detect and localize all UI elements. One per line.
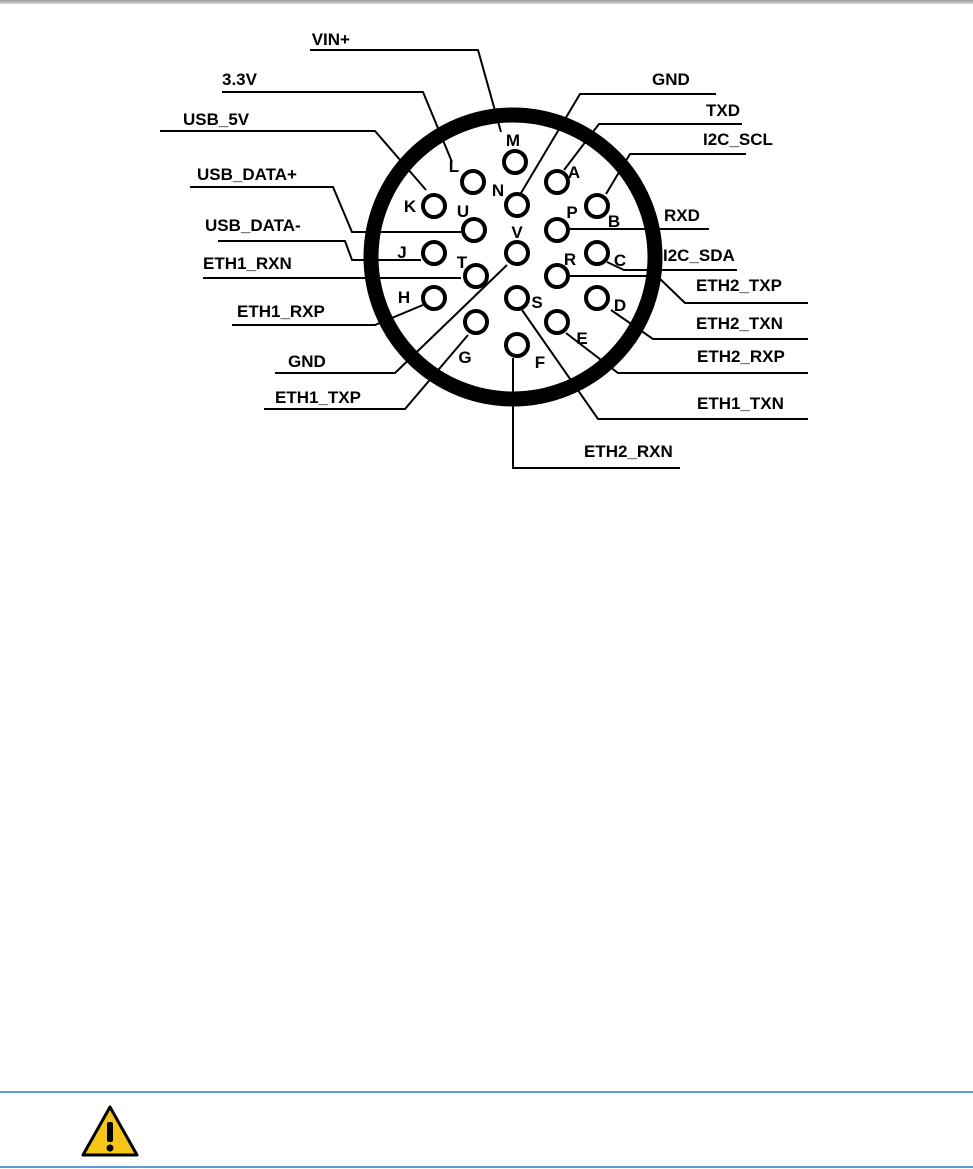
- pin-e: [546, 311, 568, 333]
- signal-label-n: GND: [652, 70, 690, 89]
- pin-s: [506, 287, 528, 309]
- connector-pinout-diagram: M L K U J T H V G N A B P C R D E S F VIN+ 3.3V USB_5V USB_DA…: [0, 0, 973, 480]
- pin-letter-k: K: [404, 197, 417, 216]
- signal-label-j: USB_DATA-: [205, 216, 301, 235]
- pin-v: [506, 242, 528, 264]
- pin-letter-d: D: [614, 296, 626, 315]
- pin-l: [462, 171, 484, 193]
- warning-triangle-icon: [80, 1104, 140, 1158]
- pin-a: [546, 171, 568, 193]
- pin-letter-u: U: [457, 202, 469, 221]
- pin-letter-g: G: [458, 348, 471, 367]
- pin-letter-b: B: [608, 212, 620, 231]
- section-divider-bottom: [0, 1166, 973, 1168]
- section-divider-top: [0, 1091, 973, 1093]
- pin-n: [506, 194, 528, 216]
- signal-label-d: ETH2_TXN: [696, 314, 783, 333]
- signal-label-m: VIN+: [312, 30, 350, 49]
- signal-label-p: RXD: [664, 206, 700, 225]
- pin-letter-e: E: [576, 329, 587, 348]
- pin-letter-l: L: [449, 157, 459, 176]
- pin-h: [423, 287, 445, 309]
- signal-label-s: ETH1_TXN: [697, 394, 784, 413]
- pin-letter-n: N: [492, 181, 504, 200]
- pin-letter-p: P: [566, 203, 577, 222]
- signal-label-u: USB_DATA+: [197, 165, 297, 184]
- signal-label-c: I2C_SDA: [663, 246, 735, 265]
- signal-label-t: ETH1_RXN: [203, 254, 292, 273]
- pin-p: [546, 219, 568, 241]
- signal-label-k: USB_5V: [183, 110, 250, 129]
- pin-t: [465, 265, 487, 287]
- pin-letter-f: F: [535, 353, 545, 372]
- pin-letter-a: A: [568, 163, 580, 182]
- pin-d: [586, 287, 608, 309]
- pin-letter-c: C: [614, 251, 626, 270]
- pin-u: [463, 219, 485, 241]
- signal-label-g: ETH1_TXP: [275, 388, 361, 407]
- signal-label-h: ETH1_RXP: [237, 302, 325, 321]
- pin-letter-h: H: [398, 288, 410, 307]
- pin-k: [423, 195, 445, 217]
- signal-label-f: ETH2_RXN: [584, 442, 673, 461]
- pin-g: [465, 311, 487, 333]
- signal-label-l: 3.3V: [222, 70, 258, 89]
- signal-label-a: TXD: [706, 101, 740, 120]
- pin-letter-m: M: [506, 131, 520, 150]
- pin-f: [506, 334, 528, 356]
- pin-letter-t: T: [457, 253, 468, 272]
- pin-letter-s: S: [531, 293, 542, 312]
- pin-c: [586, 242, 608, 264]
- pin-letter-r: R: [564, 250, 576, 269]
- signal-label-r: ETH2_TXP: [696, 276, 782, 295]
- pin-letter-j: J: [397, 243, 406, 262]
- pin-b: [586, 195, 608, 217]
- pin-m: [504, 151, 526, 173]
- pin-letter-v: V: [511, 223, 523, 242]
- pin-j: [423, 242, 445, 264]
- signal-label-e: ETH2_RXP: [697, 347, 785, 366]
- signal-label-b: I2C_SCL: [703, 130, 773, 149]
- signal-label-v: GND: [288, 352, 326, 371]
